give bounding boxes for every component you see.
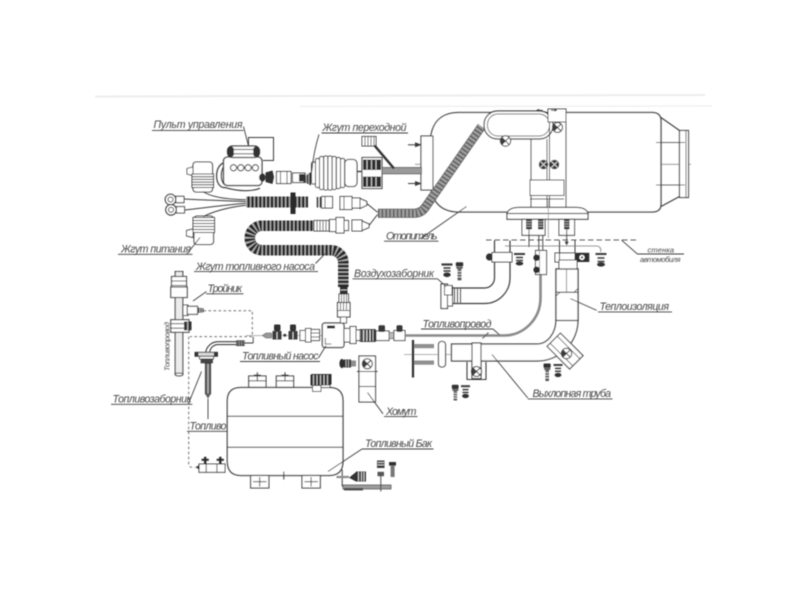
svg-text:Топливопровод: Топливопровод bbox=[163, 322, 172, 371]
svg-text:Топливный насос: Топливный насос bbox=[242, 351, 319, 363]
svg-text:стенка: стенка bbox=[648, 246, 675, 255]
svg-text:Теплоизоляция: Теплоизоляция bbox=[600, 301, 670, 313]
svg-text:Воздухозаборник: Воздухозаборник bbox=[354, 268, 435, 280]
svg-text:Жгут питания: Жгут питания bbox=[120, 244, 191, 256]
svg-text:Выхлопная труба: Выхлопная труба bbox=[533, 388, 612, 400]
svg-text:Жгут переходной: Жгут переходной bbox=[322, 122, 407, 134]
svg-text:Жгут топливного насоса: Жгут топливного насоса bbox=[195, 261, 315, 273]
svg-text:Отопитель: Отопитель bbox=[386, 230, 438, 242]
svg-text:Пульт управления: Пульт управления bbox=[154, 119, 243, 131]
svg-text:Хомут: Хомут bbox=[385, 406, 417, 418]
svg-text:Топливный Бак: Топливный Бак bbox=[365, 438, 433, 450]
svg-text:Тройник: Тройник bbox=[208, 283, 243, 295]
svg-text:Топливопровод: Топливопровод bbox=[423, 318, 492, 330]
svg-text:автомобиля: автомобиля bbox=[640, 255, 681, 264]
svg-text:Топливозаборник: Топливозаборник bbox=[113, 394, 193, 406]
svg-text:Топливо: Топливо bbox=[190, 420, 227, 432]
